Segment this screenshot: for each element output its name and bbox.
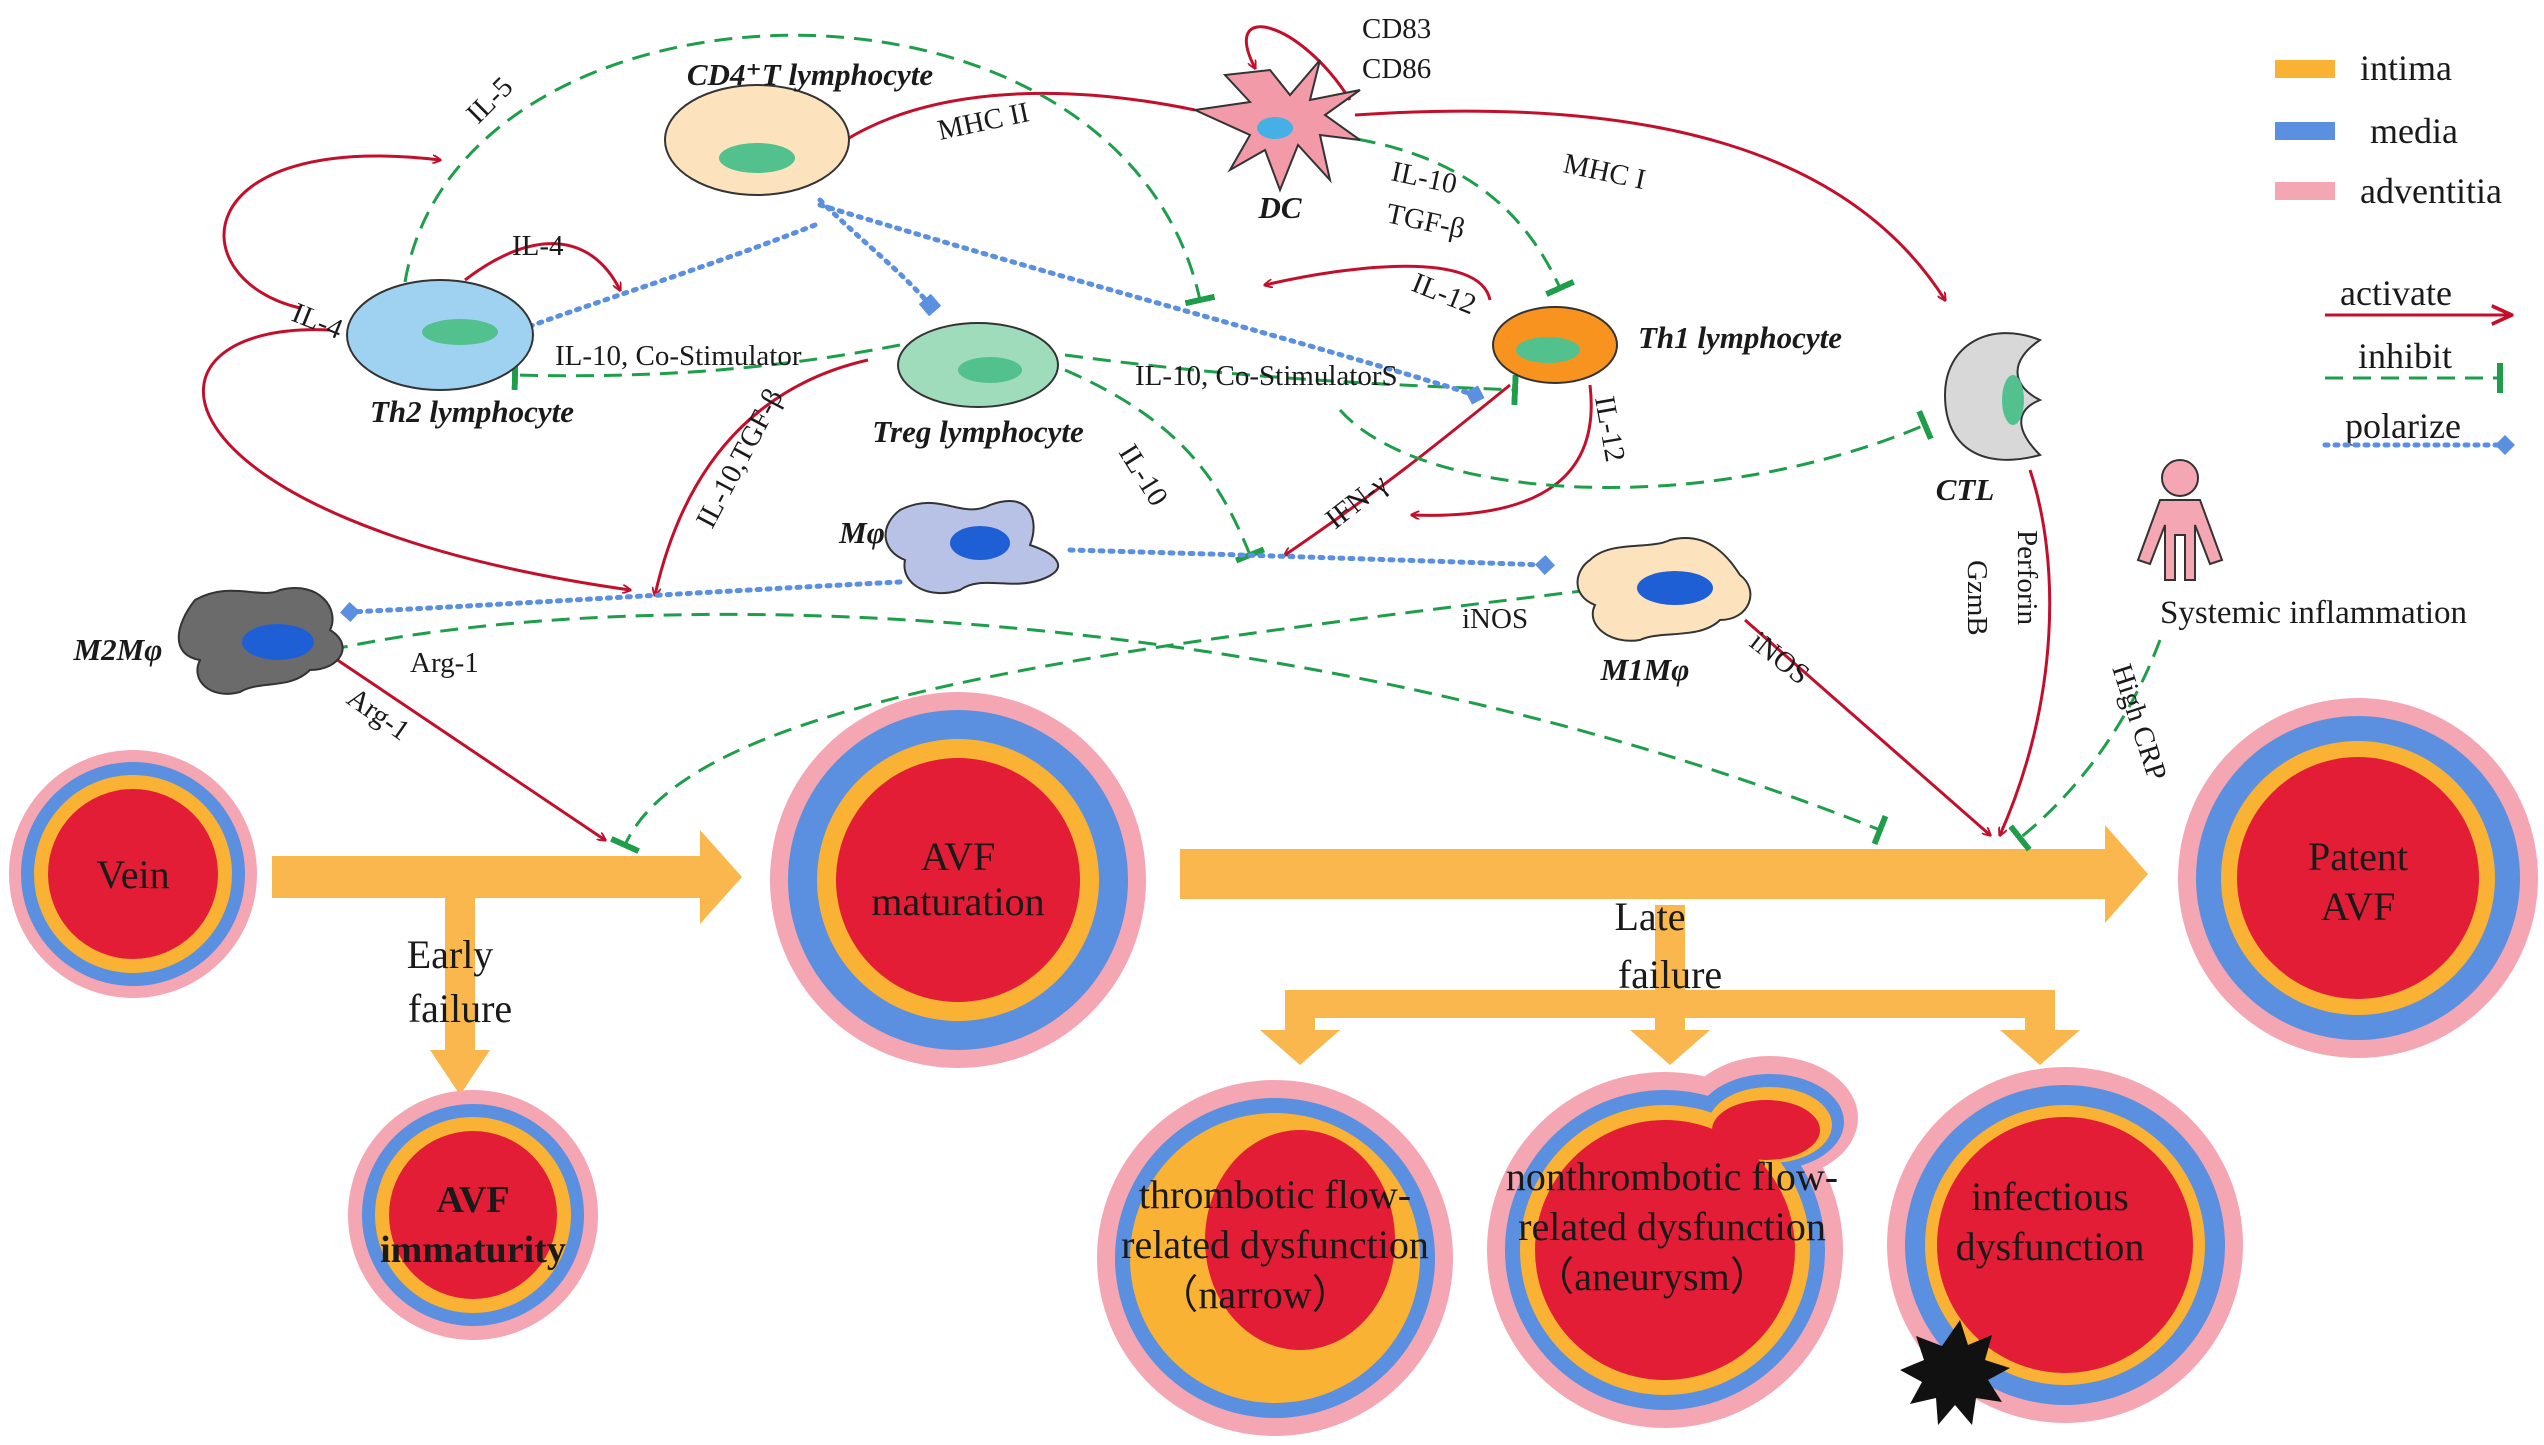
cell-th1: Th1 lymphocyte — [1492, 306, 1842, 384]
cell-dc: DC — [1191, 59, 1361, 225]
th1-label: Th1 lymphocyte — [1638, 320, 1842, 355]
il10-costims-label: IL-10, Co-StimulatorS — [1135, 360, 1398, 392]
patent-label-1: Patent — [2308, 834, 2408, 879]
cell-treg: Treg lymphocyte — [872, 322, 1084, 449]
high-crp-label: High CRP — [2105, 660, 2173, 784]
early-failure-label-1: Early — [407, 932, 494, 977]
infection-burst-icon — [1900, 1320, 2010, 1425]
cell-mphi: Mφ — [838, 499, 1060, 595]
legend-adventitia-swatch — [2275, 182, 2335, 200]
vessel-avf-immaturity: AVF immaturity — [348, 1090, 598, 1340]
arg1-b-label: Arg-1 — [341, 682, 416, 748]
systemic-label: Systemic inflammation — [2160, 595, 2467, 631]
infectious-label-1: infectious — [1971, 1174, 2129, 1219]
patent-label-2: AVF — [2321, 884, 2396, 929]
il10-costim-label: IL-10, Co-Stimulator — [555, 340, 802, 372]
aneurysm-label-1: nonthrombotic flow- — [1506, 1154, 1838, 1199]
ifng-label: IFN-γ — [1320, 468, 1394, 536]
aneurysm-label-3: （aneurysm） — [1534, 1254, 1770, 1299]
immaturity-label-2: immaturity — [380, 1229, 566, 1271]
tgf-dc-label: TGF-β — [1384, 198, 1468, 246]
cd86-label: CD86 — [1362, 53, 1431, 85]
vessel-infectious: infectious dysfunction — [1887, 1067, 2243, 1425]
early-failure-label-2: failure — [408, 986, 512, 1031]
il5-label: IL-5 — [460, 71, 519, 130]
inos-a-label: iNOS — [1462, 603, 1528, 635]
late-failure-label-1: Late — [1614, 894, 1685, 939]
cell-m2: M2Mφ — [73, 587, 344, 695]
avf-maturation-label-1: AVF — [921, 834, 996, 879]
gzmb-label: GzmB — [1961, 560, 1993, 636]
vessel-aneurysm: nonthrombotic flow- related dysfunction … — [1487, 1056, 1858, 1428]
thrombotic-label-1: thrombotic flow- — [1139, 1172, 1411, 1217]
person-icon — [2136, 459, 2224, 581]
il12b-label: IL-12 — [1588, 394, 1631, 465]
il10-treg-label: IL-10 — [1112, 439, 1174, 512]
legend-intima: intima — [2360, 48, 2452, 88]
vessel-patent-avf: Patent AVF — [2178, 698, 2538, 1058]
cd83-label: CD83 — [1362, 13, 1431, 45]
mhc1-label: MHC I — [1561, 148, 1649, 197]
legend-adventitia: adventitia — [2360, 171, 2502, 211]
cell-m1: M1Mφ — [1576, 537, 1752, 687]
m2-label: M2Mφ — [73, 632, 163, 667]
perforin-label: Perforin — [2011, 530, 2043, 626]
avf-maturation-label-2: maturation — [871, 879, 1044, 924]
th2-label: Th2 lymphocyte — [370, 394, 574, 429]
il4b-label: IL-4 — [287, 297, 347, 346]
legend-activate: activate — [2340, 273, 2452, 313]
thrombotic-label-2: related dysfunction — [1121, 1222, 1429, 1267]
aneurysm-label-2: related dysfunction — [1518, 1204, 1826, 1249]
inhibit-edges — [329, 33, 2162, 854]
vessel-thrombotic: thrombotic flow- related dysfunction （na… — [1097, 1080, 1453, 1436]
il4a-label: IL-4 — [512, 230, 564, 262]
arg1-a-label: Arg-1 — [410, 647, 479, 679]
ctl-label: CTL — [1936, 472, 1995, 507]
legend-media-swatch — [2275, 122, 2335, 140]
legend-media: media — [2370, 111, 2458, 151]
dc-label: DC — [1257, 190, 1301, 225]
vessel-vein: Vein — [9, 750, 257, 998]
vein-label: Vein — [96, 852, 169, 897]
infectious-label-2: dysfunction — [1956, 1224, 2145, 1269]
cell-ctl: CTL — [1936, 332, 2043, 507]
treg-label: Treg lymphocyte — [872, 414, 1084, 449]
activate-edges — [201, 25, 2052, 840]
legend-intima-swatch — [2275, 60, 2335, 78]
legend: intima media adventitia activate inhibit… — [2275, 48, 2515, 455]
legend-polarize: polarize — [2345, 406, 2461, 446]
cell-cd4: CD4⁺T lymphocyte — [664, 57, 933, 196]
vessel-avf-maturation: AVF maturation — [770, 692, 1146, 1068]
flow-arrows — [272, 825, 2148, 1095]
inos-b-label: iNOS — [1744, 625, 1816, 691]
edge-labels: CD83 CD86 IL-5 MHC II MHC I IL-4 IL-4 IL… — [287, 13, 2467, 784]
mhc2-label: MHC II — [935, 96, 1032, 147]
immaturity-label-1: AVF — [436, 1179, 509, 1221]
mphi-label: Mφ — [838, 515, 885, 550]
m1-label: M1Mφ — [1600, 652, 1690, 687]
polarize-edges — [340, 197, 1555, 622]
thrombotic-label-3: （narrow） — [1158, 1272, 1351, 1317]
il10-dc-label: IL-10 — [1389, 156, 1460, 201]
cell-th2: Th2 lymphocyte — [346, 279, 574, 429]
il10-tgf-treg-label: IL-10,TGF-β — [690, 384, 790, 534]
late-failure-label-2: failure — [1618, 952, 1722, 997]
legend-inhibit: inhibit — [2358, 336, 2452, 376]
cd4-label: CD4⁺T lymphocyte — [687, 57, 933, 92]
